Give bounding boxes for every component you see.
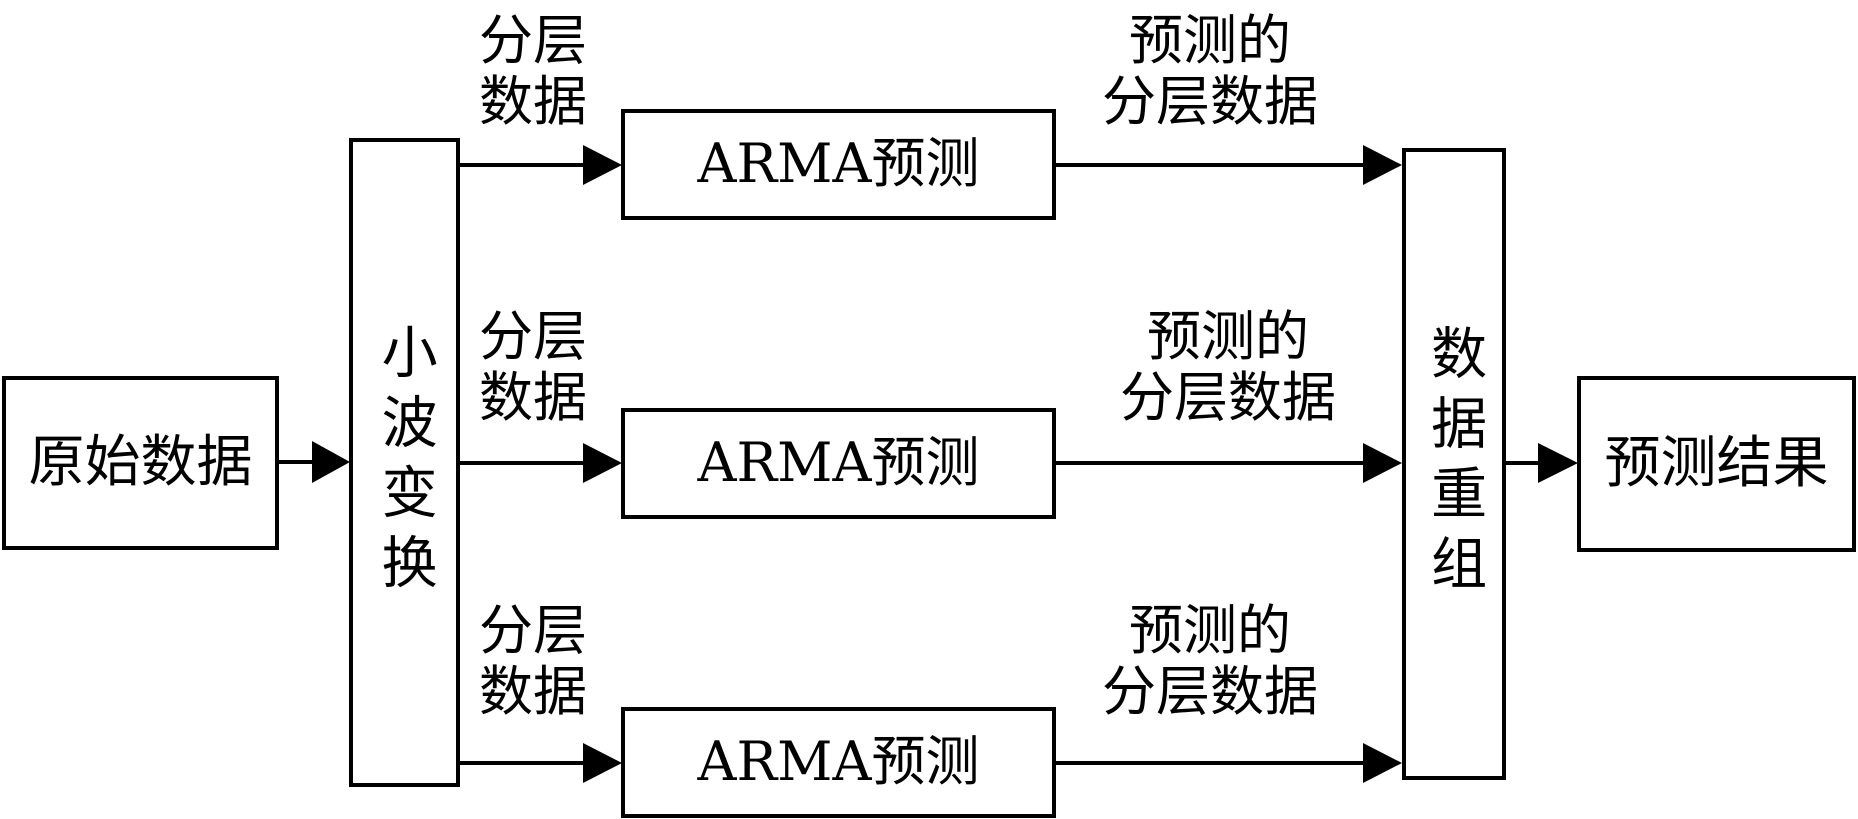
arrow-arma-3-to-recombine [1055,743,1402,783]
branch-2-input-line1: 分层 [479,305,587,368]
branch-1-input-line2: 数据 [479,70,587,133]
arma-forecast-label-3: ARMA预测 [697,730,980,794]
branch-1-input-line1: 分层 [479,9,587,72]
branch-1-output-line2: 分层数据 [1102,70,1318,133]
branch-2-output-line1: 预测的 [1147,305,1309,368]
branch-2-input-label: 分层 数据 [468,306,598,428]
branch-3-input-line2: 数据 [479,660,587,723]
arma-forecast-box-2: ARMA预测 [621,408,1056,519]
branch-2-output-label: 预测的 分层数据 [1098,306,1358,428]
arrow-transform-to-arma-3 [460,743,622,783]
arrow-recombine-to-result [1506,443,1578,483]
branch-3-output-line1: 预测的 [1129,599,1291,662]
branch-3-input-line1: 分层 [479,599,587,662]
forecast-result-label: 预测结果 [1604,431,1829,497]
branch-1-output-line1: 预测的 [1129,9,1291,72]
arrow-transform-to-arma-1 [460,145,622,185]
arma-forecast-label-1: ARMA预测 [697,132,980,196]
arma-forecast-box-1: ARMA预测 [621,109,1056,220]
branch-2-output-line2: 分层数据 [1120,366,1336,429]
arma-forecast-label-2: ARMA预测 [697,431,980,495]
source-data-box: 原始数据 [2,376,279,550]
wavelet-transform-box: 小波变换 [349,138,460,787]
arrow-transform-to-arma-2 [460,443,622,483]
forecast-result-box: 预测结果 [1577,376,1856,552]
arrow-arma-1-to-recombine [1055,145,1402,185]
branch-1-input-label: 分层 数据 [468,10,598,132]
branch-3-input-label: 分层 数据 [468,600,598,722]
arma-forecast-box-3: ARMA预测 [621,707,1056,818]
source-data-label: 原始数据 [28,430,253,496]
branch-3-output-line2: 分层数据 [1102,660,1318,723]
wavelet-transform-label: 小波变换 [372,322,438,603]
arrow-source-to-transform [279,441,350,483]
data-recombine-box: 数据重组 [1402,148,1506,780]
branch-3-output-label: 预测的 分层数据 [1080,600,1340,722]
branch-2-input-line2: 数据 [479,366,587,429]
data-recombine-label: 数据重组 [1421,324,1487,604]
arrow-arma-2-to-recombine [1055,443,1402,483]
branch-1-output-label: 预测的 分层数据 [1080,10,1340,132]
